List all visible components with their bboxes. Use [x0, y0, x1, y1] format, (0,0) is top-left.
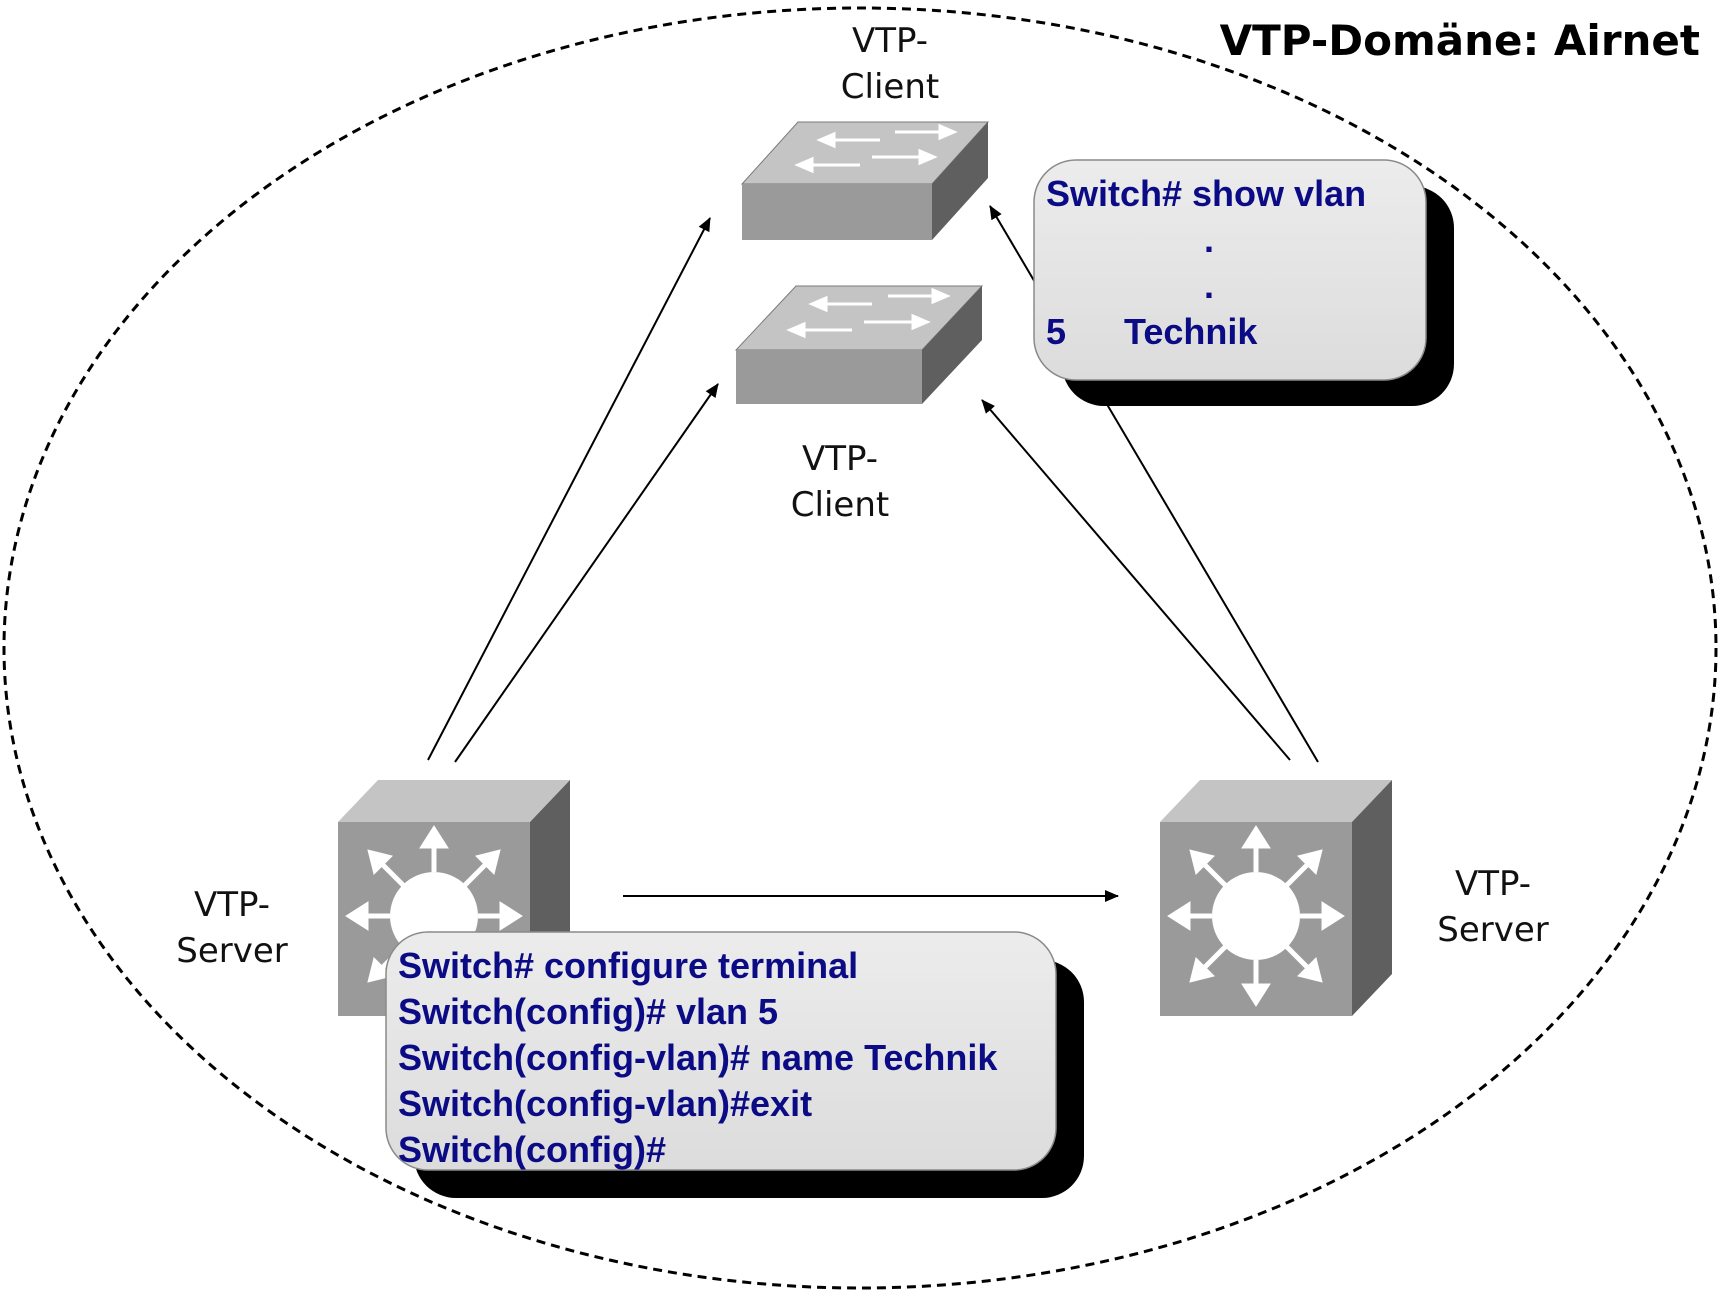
label-client-middle-line1: VTP- — [802, 439, 878, 479]
console-callout-client: Switch# show vlan . . 5 Technik — [1033, 159, 1454, 406]
link-right-server-to-middle-client — [981, 399, 1291, 761]
multilayer-switch-icon-server-right — [1160, 780, 1392, 1016]
link-left-server-to-middle-client — [454, 383, 719, 763]
console-callout-client-box — [1033, 159, 1427, 381]
console-client-ellipsis-1: . — [1204, 219, 1214, 260]
label-server-right-line2: Server — [1437, 910, 1549, 950]
console-callout-server: Switch# configure terminal Switch(config… — [385, 931, 1084, 1198]
label-server-left-line2: Server — [176, 931, 288, 971]
console-client-vlan-id: 5 — [1046, 311, 1066, 352]
label-client-top-line1: VTP- — [852, 21, 928, 61]
label-client-middle: VTP- Client — [791, 439, 889, 525]
label-server-right-line1: VTP- — [1455, 864, 1531, 904]
console-client-vlan-name: Technik — [1124, 311, 1258, 352]
console-server-line-3: Switch(config-vlan)# name Technik — [398, 1037, 998, 1078]
switch-icon-client-middle — [734, 285, 984, 404]
console-server-line-1: Switch# configure terminal — [398, 945, 858, 986]
domain-title: VTP-Domäne: Airnet — [1220, 16, 1700, 65]
label-server-left: VTP- Server — [176, 885, 288, 971]
vtp-links — [427, 205, 1319, 902]
console-callout-server-box — [385, 931, 1057, 1171]
label-client-top: VTP- Client — [841, 21, 939, 107]
label-server-right: VTP- Server — [1437, 864, 1549, 950]
label-server-left-line1: VTP- — [194, 885, 270, 925]
console-server-line-2: Switch(config)# vlan 5 — [398, 991, 778, 1032]
label-client-middle-line2: Client — [791, 485, 889, 525]
console-server-line-4: Switch(config-vlan)#exit — [398, 1083, 812, 1124]
console-server-line-5: Switch(config)# — [398, 1129, 666, 1170]
console-client-command: Switch# show vlan — [1046, 173, 1366, 214]
label-client-top-line2: Client — [841, 67, 939, 107]
switch-icon-client-top — [740, 121, 990, 240]
link-left-server-to-top-client — [427, 217, 711, 761]
console-client-ellipsis-2: . — [1204, 265, 1214, 306]
vtp-domain-boundary — [2, 6, 1718, 1290]
